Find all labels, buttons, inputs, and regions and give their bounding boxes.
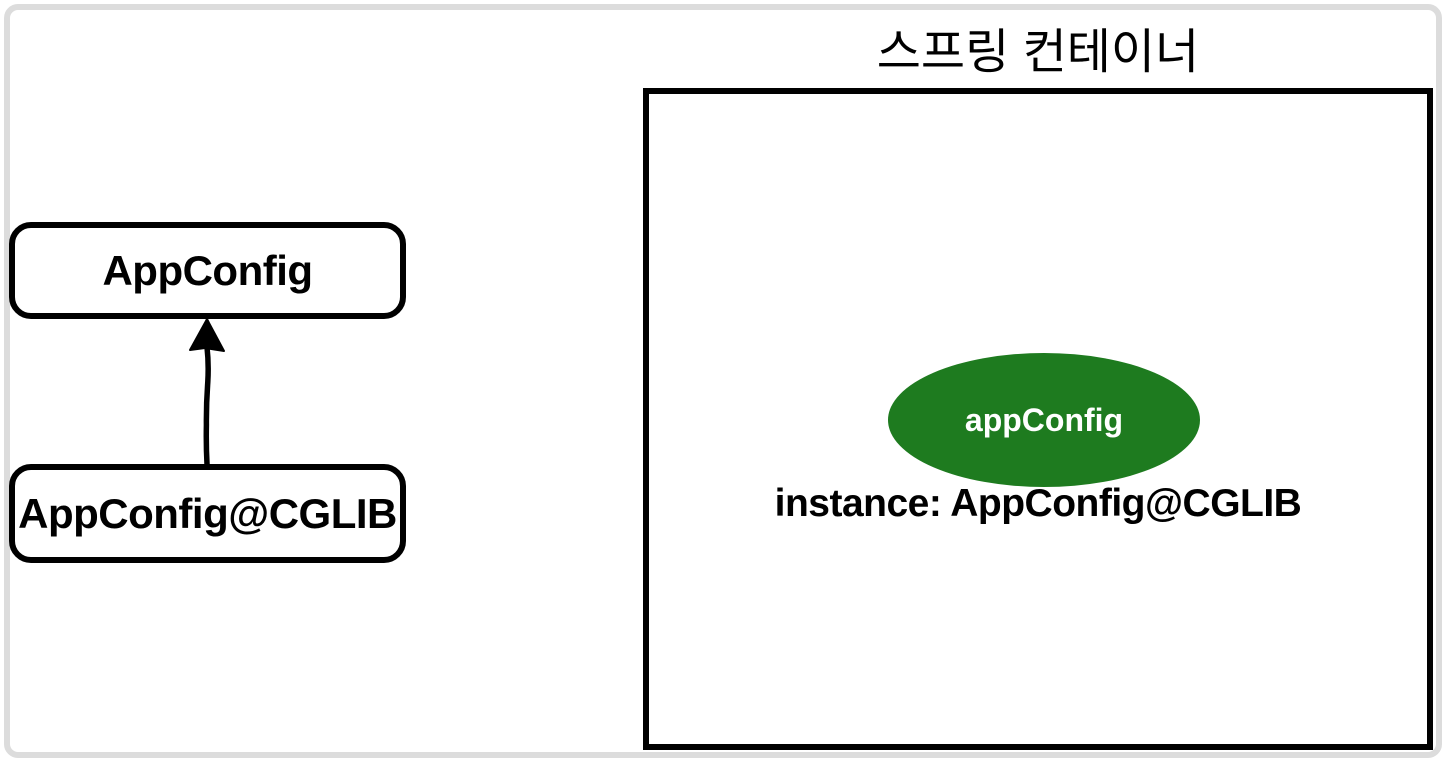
spring-container-box bbox=[643, 88, 1433, 750]
class-box-appconfig-cglib: AppConfig@CGLIB bbox=[9, 464, 406, 563]
spring-container-title: 스프링 컨테이너 bbox=[876, 26, 1200, 79]
bean-label: appConfig bbox=[964, 401, 1124, 438]
inheritance-arrow-icon bbox=[189, 318, 225, 466]
class-box-appconfig: AppConfig bbox=[9, 222, 406, 319]
class-box-appconfig-label: AppConfig bbox=[102, 246, 313, 294]
class-box-appconfig-cglib-label: AppConfig@CGLIB bbox=[18, 489, 397, 537]
instance-label: instance: AppConfig@CGLIB bbox=[774, 482, 1302, 525]
bean-ellipse: appConfig bbox=[888, 353, 1200, 487]
